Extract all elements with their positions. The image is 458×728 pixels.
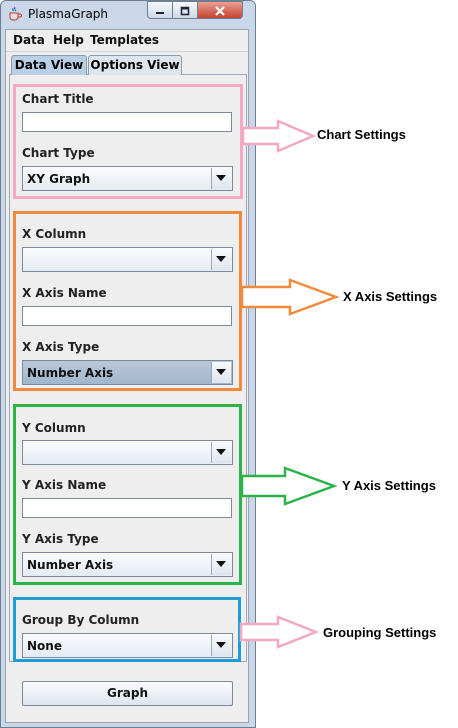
x-axis-type-label: X Axis Type	[22, 340, 100, 354]
arrow-icon	[240, 278, 340, 316]
y-axis-settings-annotation: Y Axis Settings	[342, 478, 436, 493]
chart-type-value: XY Graph	[27, 172, 91, 186]
x-axis-name-input[interactable]	[22, 306, 232, 326]
y-axis-settings-highlight	[13, 404, 242, 585]
chart-settings-highlight	[13, 84, 243, 199]
menu-bar	[6, 30, 248, 52]
arrow-icon	[239, 615, 320, 649]
chart-settings-annotation: Chart Settings	[317, 127, 406, 142]
y-column-select[interactable]	[22, 440, 233, 465]
arrow-icon	[240, 466, 338, 506]
x-axis-type-value: Number Axis	[27, 366, 114, 380]
chart-title-input[interactable]	[22, 112, 232, 132]
menu-help[interactable]: Help	[53, 33, 84, 47]
chart-type-label: Chart Type	[22, 146, 95, 160]
x-axis-settings-highlight	[13, 211, 242, 391]
arrow-icon	[241, 119, 317, 153]
java-cup-icon	[7, 6, 23, 22]
dropdown-arrow-icon[interactable]	[211, 362, 231, 383]
y-axis-type-value: Number Axis	[27, 558, 114, 572]
group-by-column-value: None	[27, 639, 62, 653]
window-title: PlasmaGraph	[28, 7, 109, 21]
y-axis-name-input[interactable]	[22, 498, 232, 518]
x-column-label: X Column	[22, 227, 87, 241]
graph-button[interactable]: Graph	[22, 681, 233, 706]
maximize-icon[interactable]	[172, 1, 198, 19]
dropdown-arrow-icon[interactable]	[211, 635, 231, 656]
x-axis-name-label: X Axis Name	[22, 286, 107, 300]
chart-title-label: Chart Title	[22, 92, 94, 106]
chart-type-select[interactable]: XY Graph	[22, 166, 233, 191]
y-column-label: Y Column	[22, 421, 86, 435]
menu-data[interactable]: Data	[13, 33, 45, 47]
group-by-column-label: Group By Column	[22, 613, 140, 627]
dropdown-arrow-icon[interactable]	[211, 249, 231, 270]
tab-data-view[interactable]: Data View	[11, 55, 87, 75]
group-by-column-select[interactable]: None	[22, 633, 233, 658]
grouping-settings-highlight	[13, 597, 241, 662]
dropdown-arrow-icon[interactable]	[211, 554, 231, 575]
x-axis-type-select[interactable]: Number Axis	[22, 360, 233, 385]
y-axis-type-select[interactable]: Number Axis	[22, 552, 233, 577]
y-axis-type-label: Y Axis Type	[22, 532, 99, 546]
menu-templates[interactable]: Templates	[90, 33, 160, 47]
x-column-select[interactable]	[22, 247, 233, 272]
x-axis-settings-annotation: X Axis Settings	[343, 289, 438, 304]
dropdown-arrow-icon[interactable]	[211, 442, 231, 463]
grouping-settings-annotation: Grouping Settings	[323, 625, 437, 640]
tab-options-view[interactable]: Options View	[88, 55, 182, 75]
dropdown-arrow-icon[interactable]	[211, 168, 231, 189]
y-axis-name-label: Y Axis Name	[22, 478, 107, 492]
close-icon[interactable]	[197, 1, 243, 19]
